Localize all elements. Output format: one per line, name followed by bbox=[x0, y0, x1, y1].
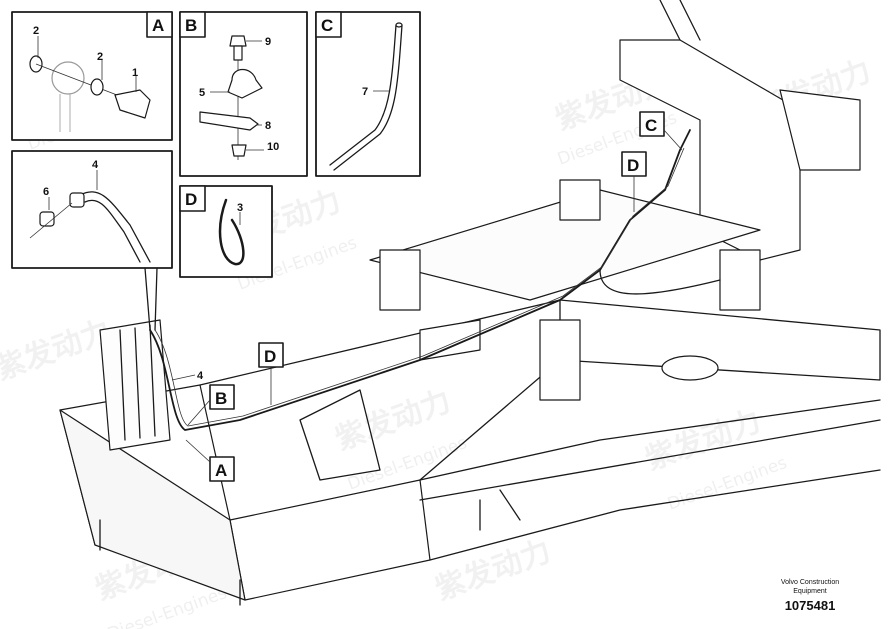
svg-text:紫发动力: 紫发动力 bbox=[0, 314, 115, 388]
hose-route bbox=[149, 129, 721, 431]
callout-6: 6 bbox=[43, 186, 49, 198]
panel-b-label: B bbox=[185, 16, 197, 35]
panel-a: A 2 2 1 bbox=[11, 11, 173, 141]
callout-4: 4 bbox=[92, 159, 99, 171]
callout-8: 8 bbox=[265, 120, 271, 132]
callout-9: 9 bbox=[265, 36, 271, 48]
callout-1: 1 bbox=[132, 67, 138, 79]
panel-c: C 7 bbox=[315, 11, 421, 177]
panel-d-label: D bbox=[185, 190, 197, 209]
main-callout-4: 4 bbox=[197, 370, 204, 382]
panel-c-label: C bbox=[321, 16, 333, 35]
company-line-1: Volvo Construction bbox=[780, 579, 840, 586]
main-label-d2: D bbox=[264, 347, 276, 366]
machine-frame bbox=[59, 0, 881, 606]
panel-a-label: A bbox=[152, 16, 164, 35]
svg-text:紫发动力: 紫发动力 bbox=[431, 534, 556, 608]
main-label-a: A bbox=[215, 461, 227, 480]
main-label-c: C bbox=[645, 116, 657, 135]
panel-d: D 3 bbox=[179, 185, 273, 278]
callout-7: 7 bbox=[362, 86, 368, 98]
main-callouts: C D D B A 4 bbox=[171, 111, 683, 482]
panel-b: B 9 5 8 10 bbox=[179, 11, 308, 177]
callout-10: 10 bbox=[267, 141, 279, 153]
main-label-b: B bbox=[215, 389, 227, 408]
main-label-d1: D bbox=[627, 156, 639, 175]
footer-credit: Volvo Construction Equipment 1075481 bbox=[760, 578, 860, 613]
detail-panel-hose: 4 6 bbox=[11, 150, 173, 331]
callout-5: 5 bbox=[199, 87, 205, 99]
callout-2b: 2 bbox=[97, 51, 103, 63]
company-line-2: Equipment bbox=[793, 588, 827, 595]
callout-3: 3 bbox=[237, 202, 243, 214]
part-number: 1075481 bbox=[784, 598, 836, 613]
callout-2a: 2 bbox=[33, 25, 39, 37]
